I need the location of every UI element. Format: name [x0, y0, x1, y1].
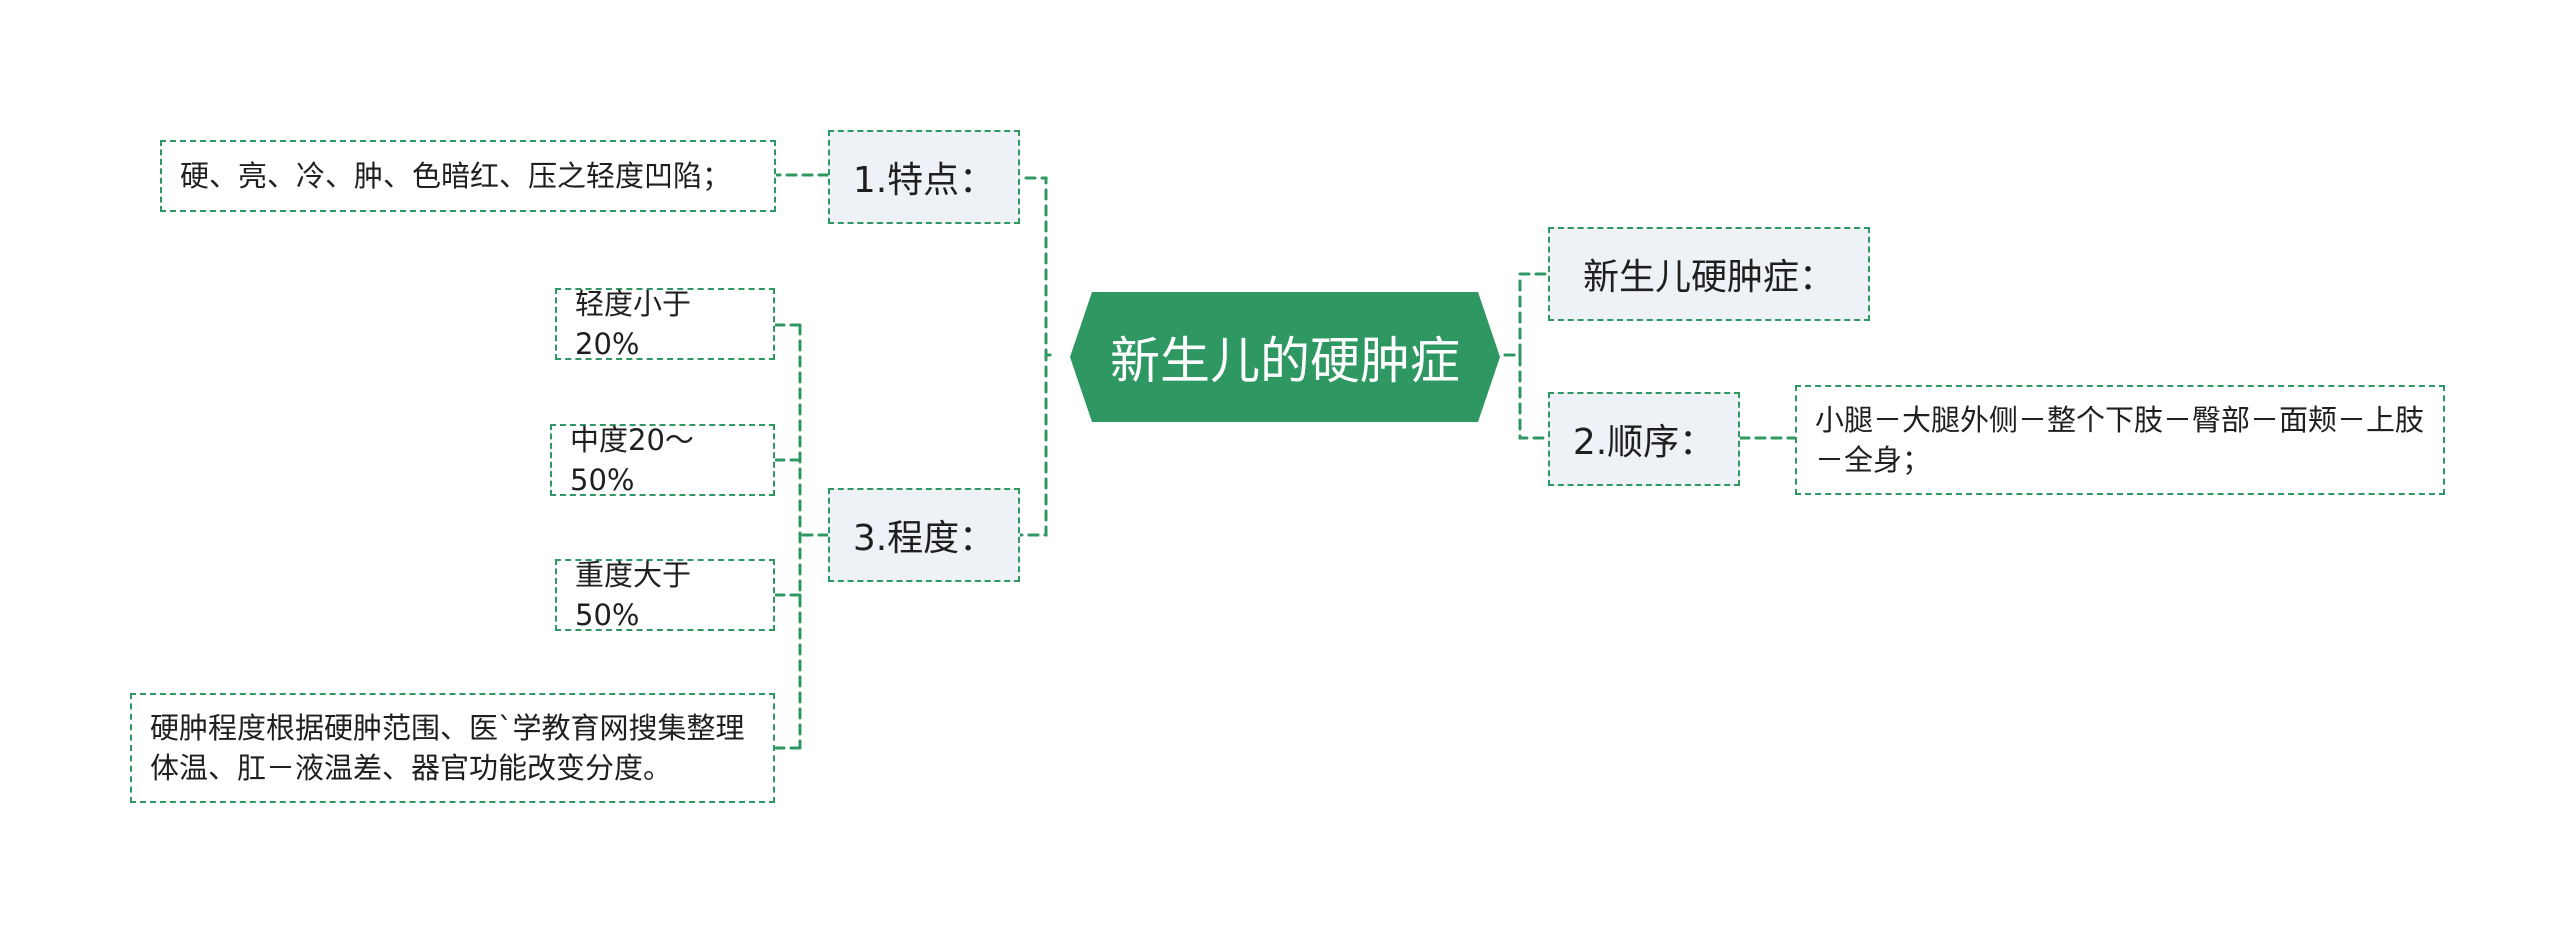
features-detail-node[interactable]: 硬、亮、冷、肿、色暗红、压之轻度凹陷； [160, 140, 776, 212]
degree-mild-text: 轻度小于20% [575, 287, 692, 361]
branch-features-label: 1.特点： [852, 160, 996, 201]
branch-definition-label: 新生儿硬肿症： [1582, 257, 1835, 298]
connector-root-order [1503, 353, 1550, 440]
branch-degree-label: 3.程度： [852, 518, 996, 559]
features-detail-text: 硬、亮、冷、肿、色暗红、压之轻度凹陷； [180, 159, 732, 193]
root-topic-label: 新生儿的硬肿症 [1110, 332, 1460, 390]
degree-severe-node[interactable]: 重度大于50% [555, 558, 775, 632]
branch-features-node[interactable]: 1.特点： [828, 130, 1020, 224]
root-topic-node[interactable]: 新生儿的硬肿症 [1070, 292, 1500, 422]
degree-moderate-text: 中度20～50% [570, 423, 694, 497]
root-node-shape [1070, 292, 1500, 422]
connector-root-definition [1503, 272, 1550, 357]
branch-definition-node[interactable]: 新生儿硬肿症： [1548, 227, 1870, 321]
connector-root-degree [1018, 353, 1052, 537]
degree-note-text: 硬肿程度根据硬肿范围、医`学教育网搜集整理体温、肛－液温差、器官功能改变分度。 [150, 711, 745, 785]
branch-order-label: 2.顺序： [1572, 422, 1716, 463]
connector-degree-leaves [774, 323, 830, 750]
degree-moderate-node[interactable]: 中度20～50% [550, 423, 775, 497]
connector-root-features [1018, 176, 1052, 357]
degree-note-node[interactable]: 硬肿程度根据硬肿范围、医`学教育网搜集整理体温、肛－液温差、器官功能改变分度。 [130, 693, 775, 803]
order-detail-node[interactable]: 小腿－大腿外侧－整个下肢－臀部－面颊－上肢－全身； [1795, 385, 2445, 495]
degree-mild-node[interactable]: 轻度小于20% [555, 287, 775, 361]
branch-degree-node[interactable]: 3.程度： [828, 488, 1020, 582]
order-detail-text: 小腿－大腿外侧－整个下肢－臀部－面颊－上肢－全身； [1815, 403, 2425, 477]
degree-severe-text: 重度大于50% [575, 558, 692, 632]
branch-order-node[interactable]: 2.顺序： [1548, 392, 1740, 486]
